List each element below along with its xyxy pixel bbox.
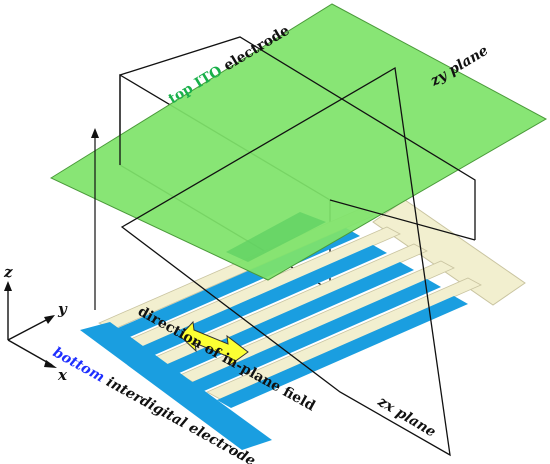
x-axis-arrowhead-icon	[44, 360, 57, 368]
axis-y-label: y	[57, 300, 68, 318]
blue-finger	[136, 245, 387, 357]
axis-x-label: x	[57, 366, 68, 384]
blue-comb-spine	[80, 322, 272, 450]
field-direction-arrow-icon	[179, 320, 249, 366]
zx-plane-outline	[120, 66, 451, 457]
top-ito-plane	[49, 3, 548, 281]
vertical-arrowhead-icon	[91, 128, 99, 138]
zy-plane-edge	[329, 199, 476, 241]
axis-z-label: z	[3, 263, 13, 281]
blue-finger	[190, 279, 441, 391]
z-axis-arrowhead-icon	[4, 281, 12, 291]
zy-plane-front	[119, 36, 476, 240]
coordinate-axes	[7, 285, 53, 366]
blue-finger	[217, 296, 468, 408]
finger-reflection	[226, 212, 326, 262]
y-axis-arrowhead-icon	[44, 315, 55, 324]
